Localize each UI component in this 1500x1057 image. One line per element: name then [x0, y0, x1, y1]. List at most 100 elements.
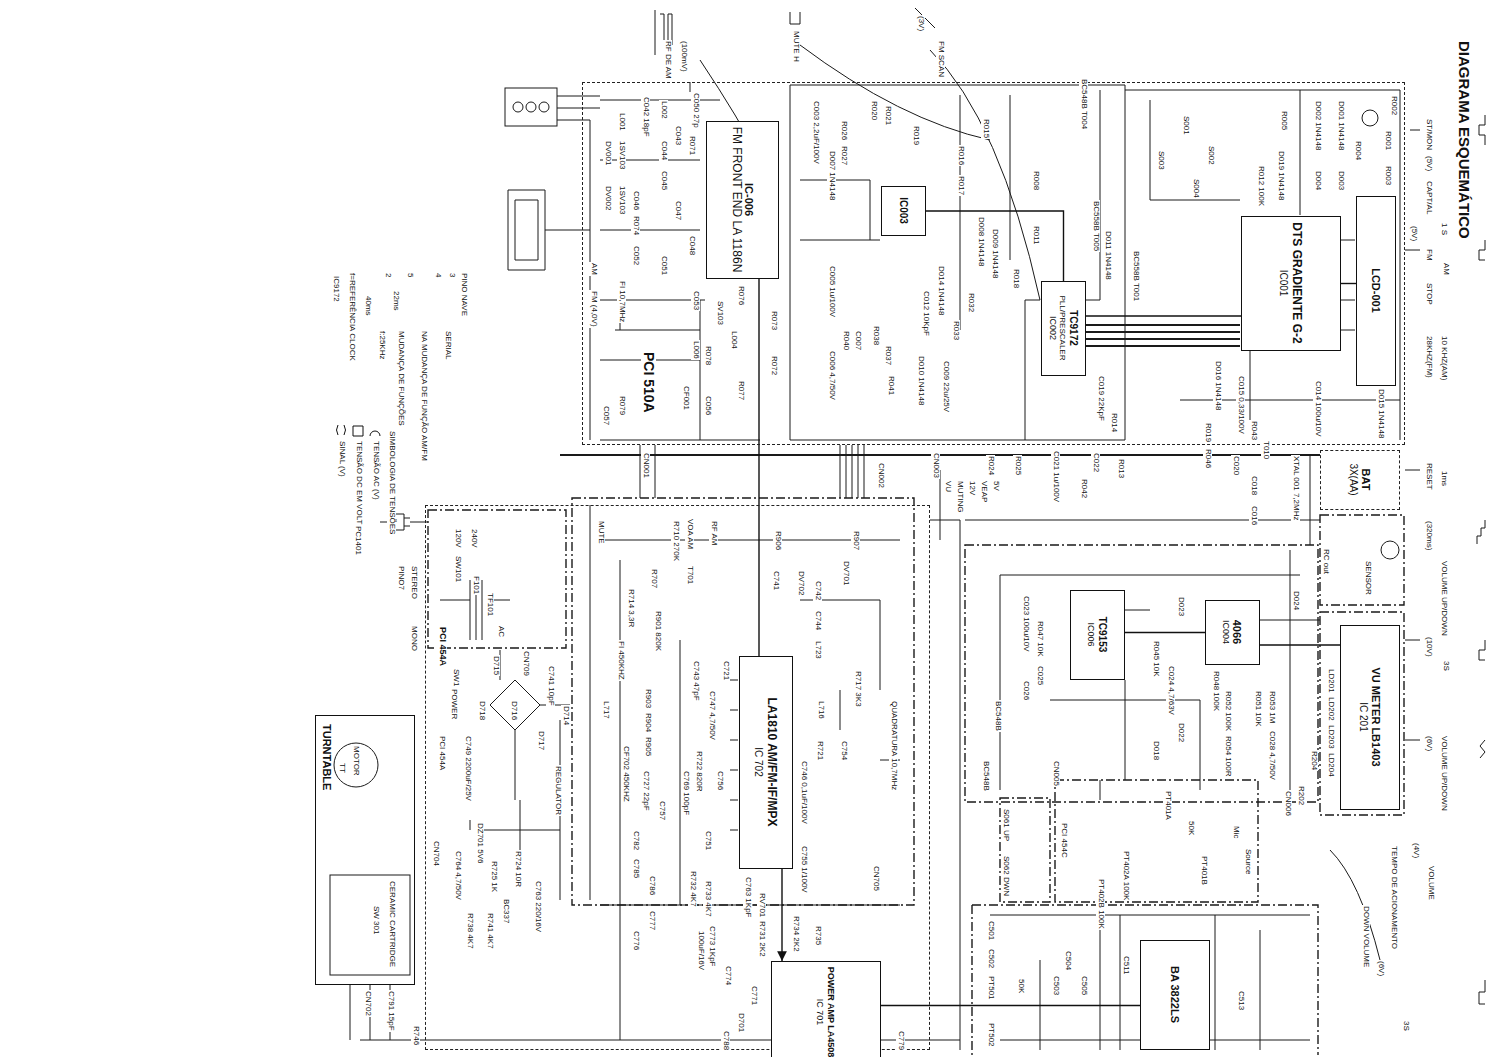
part-label: D009 1N4148 [990, 228, 999, 279]
part-designator: PLL/PRESCALER [1058, 296, 1067, 361]
part-label: S062 DWN [1001, 855, 1010, 897]
part-label: R001 [1383, 130, 1392, 151]
part-label: LD203 [1326, 724, 1335, 750]
part-label: 1 S [1439, 222, 1448, 236]
wiring-group [330, 8, 1485, 1055]
part-label: C051 [659, 255, 668, 276]
part-designator: IC006 [1086, 622, 1096, 646]
part-label: T701 [685, 565, 694, 585]
part-label: D019 1N4148 [1276, 150, 1285, 201]
part-label: C019 22KpF [1096, 375, 1105, 422]
legend-entry: SINAL (V) [337, 440, 346, 478]
node-text-frame: LA1810 AM/FM-IF/MPXIC 702 [740, 657, 791, 867]
part-label: C786 [647, 875, 656, 896]
legend-samples [337, 425, 381, 436]
part-label: R019 [911, 125, 920, 146]
part-label: C744 [813, 610, 822, 631]
connector-wire [1125, 632, 1205, 633]
part-label: C048 [687, 235, 696, 256]
part-title: IC-006 [743, 183, 756, 216]
part-label: D002 1N4148 [1313, 100, 1322, 151]
part-label: R052 100K [1223, 690, 1232, 732]
part-label: 120V [453, 528, 462, 549]
part-label: F101 [471, 575, 480, 595]
part-label: R041 [886, 375, 895, 396]
node-text-frame: POWER AMP LA4508IC 701 [772, 962, 879, 1057]
part-label: PT402A 100K [1121, 850, 1130, 901]
ic-chip-box: IC-006FM FRONT END LA 1186N [706, 121, 779, 279]
part-label: R047 10K [1035, 620, 1044, 658]
node-text-frame: TC9172PLL/PRESCALERIC002 [1042, 282, 1084, 374]
part-label: VOLUME UP/DOWN [1439, 735, 1448, 812]
part-label: C747 4,7/50V [707, 690, 716, 741]
part-title: VU METER LB1403 [1369, 667, 1382, 766]
node-text-frame: VU METER LB1403IC 201 [1341, 626, 1398, 808]
part-designator: IC004 [1221, 620, 1231, 644]
part-label: R045 10K [1151, 640, 1160, 678]
legend-entry: TENSÃO AC (V) [371, 440, 380, 501]
terminal-screw [513, 102, 523, 112]
part-label: SIMBOLOGIA DE TENSÕES [387, 430, 396, 535]
part-title: LCD-001 [1369, 268, 1382, 313]
turntable-housing: TURNTABLE [315, 715, 415, 985]
part-label: R017 [956, 175, 965, 196]
part-label: R717 3K3 [853, 670, 862, 708]
part-label: C763 1KpF [743, 876, 752, 918]
part-label: BC548B T004 [1079, 78, 1088, 130]
part-label: C511 [1121, 955, 1130, 976]
part-title: LA1810 AM/FM-IF/MPX [764, 698, 778, 827]
legend-entry: TENSÃO DC EM VOLT [354, 440, 363, 525]
part-label: R054 100R [1223, 735, 1232, 777]
part-label: L004 [729, 330, 738, 350]
part-label: R732 4K7 [688, 870, 697, 908]
part-label: L006 [691, 340, 700, 360]
part-label: D018 [1151, 740, 1160, 761]
part-label: R015 [981, 118, 990, 139]
part-label: VEAP [979, 480, 988, 503]
part-label: C005 1u/100V [827, 265, 836, 318]
connector-wire [926, 211, 1064, 281]
part-label: 4 [433, 272, 442, 278]
part-label: (100mV) [679, 40, 688, 73]
part-label: C791 15pF [386, 990, 395, 1032]
part-label: C046 [631, 190, 640, 211]
part-label: R074 [631, 215, 640, 236]
part-label: 1SV103 [617, 140, 626, 170]
part-label: 2 [383, 272, 392, 278]
sensor-symbol [1381, 541, 1399, 559]
board-label: TURNTABLE [321, 723, 333, 791]
ic-chip-box: BA 3822LS [1140, 940, 1210, 1050]
part-label: R012 100K [1256, 165, 1265, 207]
part-label: VOA AM [685, 518, 694, 550]
part-label: R042 [1079, 478, 1088, 499]
part-label: R005 [1279, 110, 1288, 131]
part-label: R903 [643, 688, 652, 709]
part-label: C053 [691, 290, 700, 311]
part-label: C052 [631, 245, 640, 266]
part-label: (10V) [1424, 636, 1433, 658]
part-label: R710 270K [671, 520, 680, 562]
part-label: PC1401 [353, 525, 362, 556]
part-label: L001 [617, 112, 626, 132]
part-label: CN003 [931, 452, 940, 479]
node-text-frame: IC003 [882, 187, 924, 234]
part-label: (6V) [1424, 735, 1433, 752]
part-label: C043 [673, 125, 682, 146]
part-label: C014 100u/10V [1313, 380, 1322, 438]
part-label: R032 [966, 292, 975, 313]
part-label: C022 [1091, 452, 1100, 473]
part-label: C771 [749, 985, 758, 1006]
part-label: L717 [601, 700, 610, 720]
part-label: FM (4,0V) [589, 290, 598, 328]
part-label: VU [943, 480, 952, 493]
legend-sample [353, 426, 363, 436]
part-label: 3S [1401, 1020, 1410, 1032]
part-label: R003 [1383, 165, 1392, 186]
part-label: MUTING [955, 480, 964, 514]
part-label: CERAMIC CARTRIDGE [387, 880, 396, 968]
part-label: C047 [673, 200, 682, 221]
part-label: R021 [883, 105, 892, 126]
part-label: POWER [449, 688, 458, 720]
part-label: D701 [736, 1012, 745, 1033]
part-label: NA MUDANÇA DE FUNÇÃO AM/FM [419, 330, 428, 462]
